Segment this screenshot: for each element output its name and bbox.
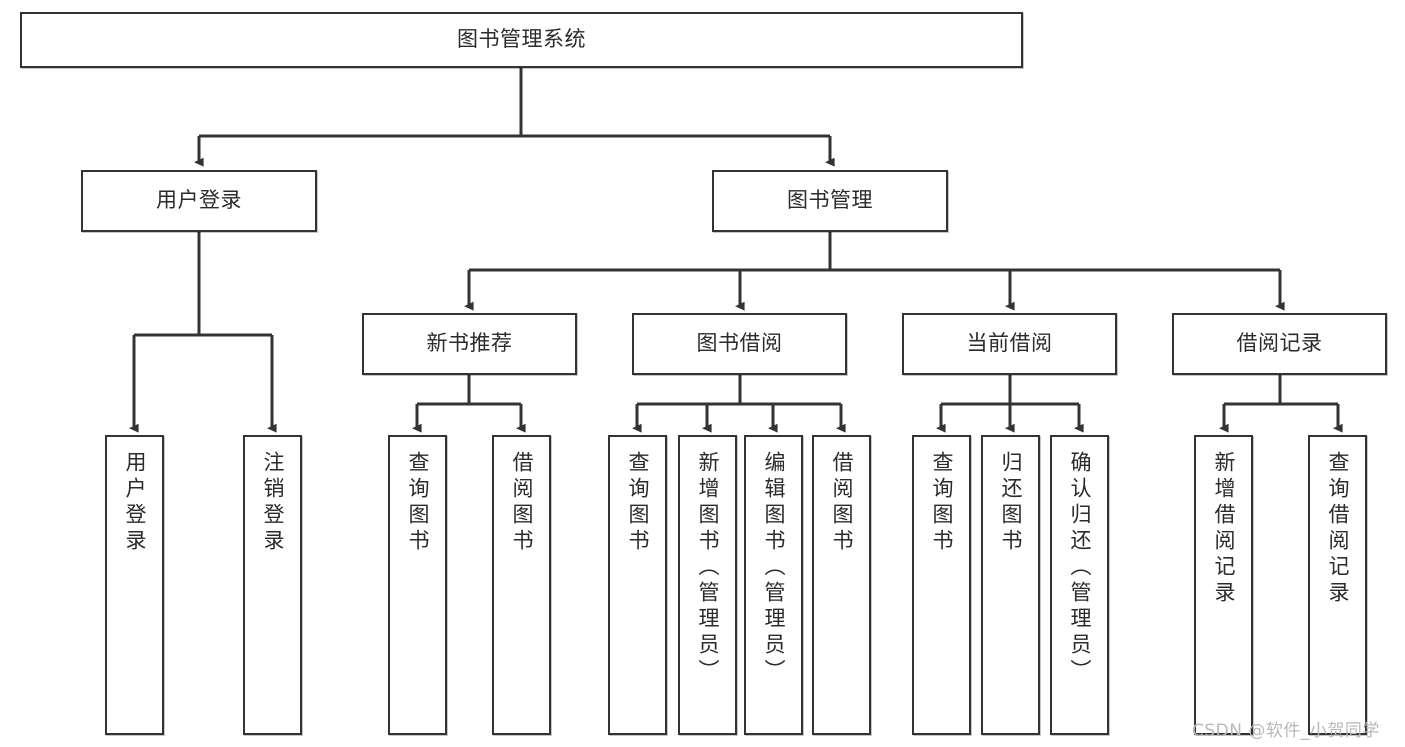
node-leaf-add-book-label: 新增图书（管理员）: [696, 451, 720, 685]
node-leaf-query-book-3[interactable]: 查询图书: [912, 435, 971, 735]
node-current-borrow[interactable]: 当前借阅: [902, 313, 1117, 375]
node-new-book-rec-label: 新书推荐: [426, 331, 513, 356]
node-leaf-return-book[interactable]: 归还图书: [981, 435, 1040, 735]
node-book-manage-label: 图书管理: [787, 188, 873, 213]
node-new-book-rec[interactable]: 新书推荐: [362, 313, 577, 375]
node-leaf-user-login-label: 用户登录: [123, 451, 147, 555]
node-leaf-add-record-label: 新增借阅记录: [1212, 451, 1236, 607]
node-leaf-edit-book[interactable]: 编辑图书（管理员）: [744, 435, 803, 735]
node-current-borrow-label: 当前借阅: [966, 331, 1053, 356]
node-leaf-borrow-book-2[interactable]: 借阅图书: [812, 435, 871, 735]
node-borrow-record[interactable]: 借阅记录: [1172, 313, 1387, 375]
node-leaf-borrow-book-1-label: 借阅图书: [510, 451, 534, 555]
node-root[interactable]: 图书管理系统: [20, 12, 1023, 68]
node-leaf-query-book-2[interactable]: 查询图书: [608, 435, 667, 735]
node-leaf-query-book-1-label: 查询图书: [406, 451, 430, 555]
node-leaf-add-book[interactable]: 新增图书（管理员）: [678, 435, 737, 735]
watermark: CSDN @软件_小贺同学: [1192, 721, 1380, 741]
node-leaf-query-book-3-label: 查询图书: [930, 451, 954, 555]
node-leaf-borrow-book-1[interactable]: 借阅图书: [492, 435, 551, 735]
node-book-borrow[interactable]: 图书借阅: [632, 313, 847, 375]
node-leaf-query-record-label: 查询借阅记录: [1326, 451, 1350, 607]
node-leaf-logout[interactable]: 注销登录: [243, 435, 302, 735]
node-leaf-add-record[interactable]: 新增借阅记录: [1194, 435, 1253, 735]
node-leaf-query-book-1[interactable]: 查询图书: [388, 435, 447, 735]
node-root-label: 图书管理系统: [457, 27, 586, 52]
node-leaf-edit-book-label: 编辑图书（管理员）: [762, 451, 786, 685]
node-leaf-return-book-label: 归还图书: [999, 451, 1023, 555]
node-user-login[interactable]: 用户登录: [81, 170, 317, 232]
node-leaf-query-record[interactable]: 查询借阅记录: [1308, 435, 1367, 735]
node-book-borrow-label: 图书借阅: [696, 331, 783, 356]
node-leaf-confirm-return[interactable]: 确认归还（管理员）: [1050, 435, 1109, 735]
node-leaf-borrow-book-2-label: 借阅图书: [830, 451, 854, 555]
node-borrow-record-label: 借阅记录: [1236, 331, 1323, 356]
node-book-manage[interactable]: 图书管理: [712, 170, 948, 232]
node-leaf-user-login[interactable]: 用户登录: [105, 435, 164, 735]
node-user-login-label: 用户登录: [156, 188, 242, 213]
node-leaf-logout-label: 注销登录: [261, 451, 285, 555]
node-leaf-confirm-return-label: 确认归还（管理员）: [1068, 451, 1092, 685]
node-leaf-query-book-2-label: 查询图书: [626, 451, 650, 555]
